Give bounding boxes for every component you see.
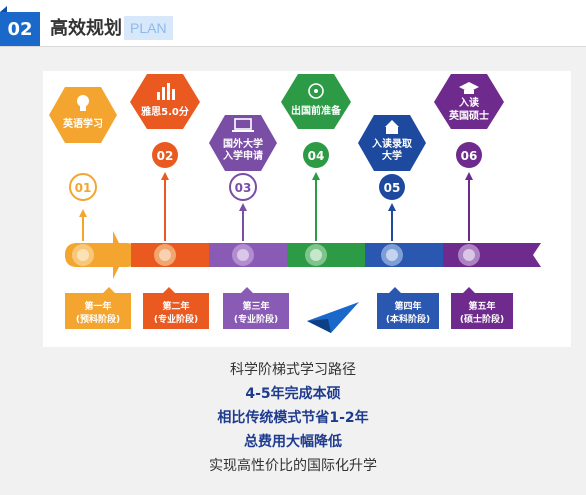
year-3-line-1: 第三年 xyxy=(242,300,269,312)
hex-label-6b: 英国硕士 xyxy=(448,109,489,122)
hex-label-2: 雅思5.0分 xyxy=(141,105,189,118)
section-title: 高效规划 xyxy=(50,18,122,39)
caption-line-2: 4-5年完成本硕 xyxy=(245,386,341,402)
hexagon-2: 雅思5.0分 xyxy=(130,74,200,129)
lightbulb-icon xyxy=(77,95,89,111)
caption-line-1: 科学阶梯式学习路径 xyxy=(230,362,356,378)
hex-label-5b: 大学 xyxy=(382,149,402,162)
compass-icon xyxy=(308,83,324,99)
year-3-line-2: (专业阶段) xyxy=(234,313,278,325)
hex-label-6a: 入读 xyxy=(459,96,479,109)
caption-line-3: 相比传统模式节省1-2年 xyxy=(217,410,369,426)
step-4: 04 xyxy=(308,149,325,163)
bar-chart-icon xyxy=(157,83,175,100)
year-box-2: 第二年 (专业阶段) xyxy=(143,287,209,329)
laptop-icon xyxy=(232,118,254,132)
year-4-line-1: 第四年 xyxy=(394,300,421,312)
hexagon-4: 出国前准备 xyxy=(281,74,351,129)
year-1-line-2: (预科阶段) xyxy=(76,313,120,325)
hex-label-5a: 入读录取 xyxy=(372,137,413,150)
step-circles: 01 02 03 04 05 06 xyxy=(69,142,482,201)
hexagon-5: 入读录取 大学 xyxy=(358,115,426,171)
caption-line-5: 实现高性价比的国际化升学 xyxy=(209,458,377,474)
caption-block: 科学阶梯式学习路径 4-5年完成本硕 相比传统模式节省1-2年 总费用大幅降低 … xyxy=(0,358,586,478)
paper-plane-icon xyxy=(307,302,359,333)
year-5-line-1: 第五年 xyxy=(468,300,495,312)
step-5: 05 xyxy=(384,181,401,195)
section-tag: PLAN xyxy=(124,16,173,40)
year-1-line-1: 第一年 xyxy=(84,300,111,312)
roadmap-infographic: 01 02 03 04 05 06 英语学习 xyxy=(43,71,571,347)
section-number: 02 xyxy=(0,12,40,46)
header-corner-accent xyxy=(0,6,7,12)
timeline-nodes xyxy=(72,244,480,266)
hexagon-6: 入读 英国硕士 xyxy=(434,74,504,129)
hexagon-3: 国外大学 入学申请 xyxy=(209,115,277,171)
step-3: 03 xyxy=(235,181,252,195)
hexagon-1: 英语学习 xyxy=(49,87,117,143)
house-icon xyxy=(385,120,399,134)
step-1: 01 xyxy=(75,181,92,195)
connector-arrows xyxy=(79,172,473,241)
hex-label-1: 英语学习 xyxy=(62,117,103,130)
graduation-cap-icon xyxy=(459,82,479,94)
caption-line-4: 总费用大幅降低 xyxy=(244,434,342,450)
year-5-line-2: (硕士阶段) xyxy=(460,313,504,325)
hex-label-4: 出国前准备 xyxy=(291,104,342,117)
year-2-line-1: 第二年 xyxy=(162,300,189,312)
year-box-3: 第三年 (专业阶段) xyxy=(223,287,289,329)
year-4-line-2: (本科阶段) xyxy=(386,313,430,325)
section-header: 02 高效规划 PLAN xyxy=(0,0,586,47)
year-2-line-2: (专业阶段) xyxy=(154,313,198,325)
year-box-4: 第四年 (本科阶段) xyxy=(377,287,439,329)
year-box-1: 第一年 (预科阶段) xyxy=(65,287,131,329)
hex-label-3a: 国外大学 xyxy=(223,137,263,150)
step-2: 02 xyxy=(157,149,174,163)
hex-label-3b: 入学申请 xyxy=(223,149,263,162)
year-box-5: 第五年 (硕士阶段) xyxy=(451,287,513,329)
step-6: 06 xyxy=(461,149,478,163)
